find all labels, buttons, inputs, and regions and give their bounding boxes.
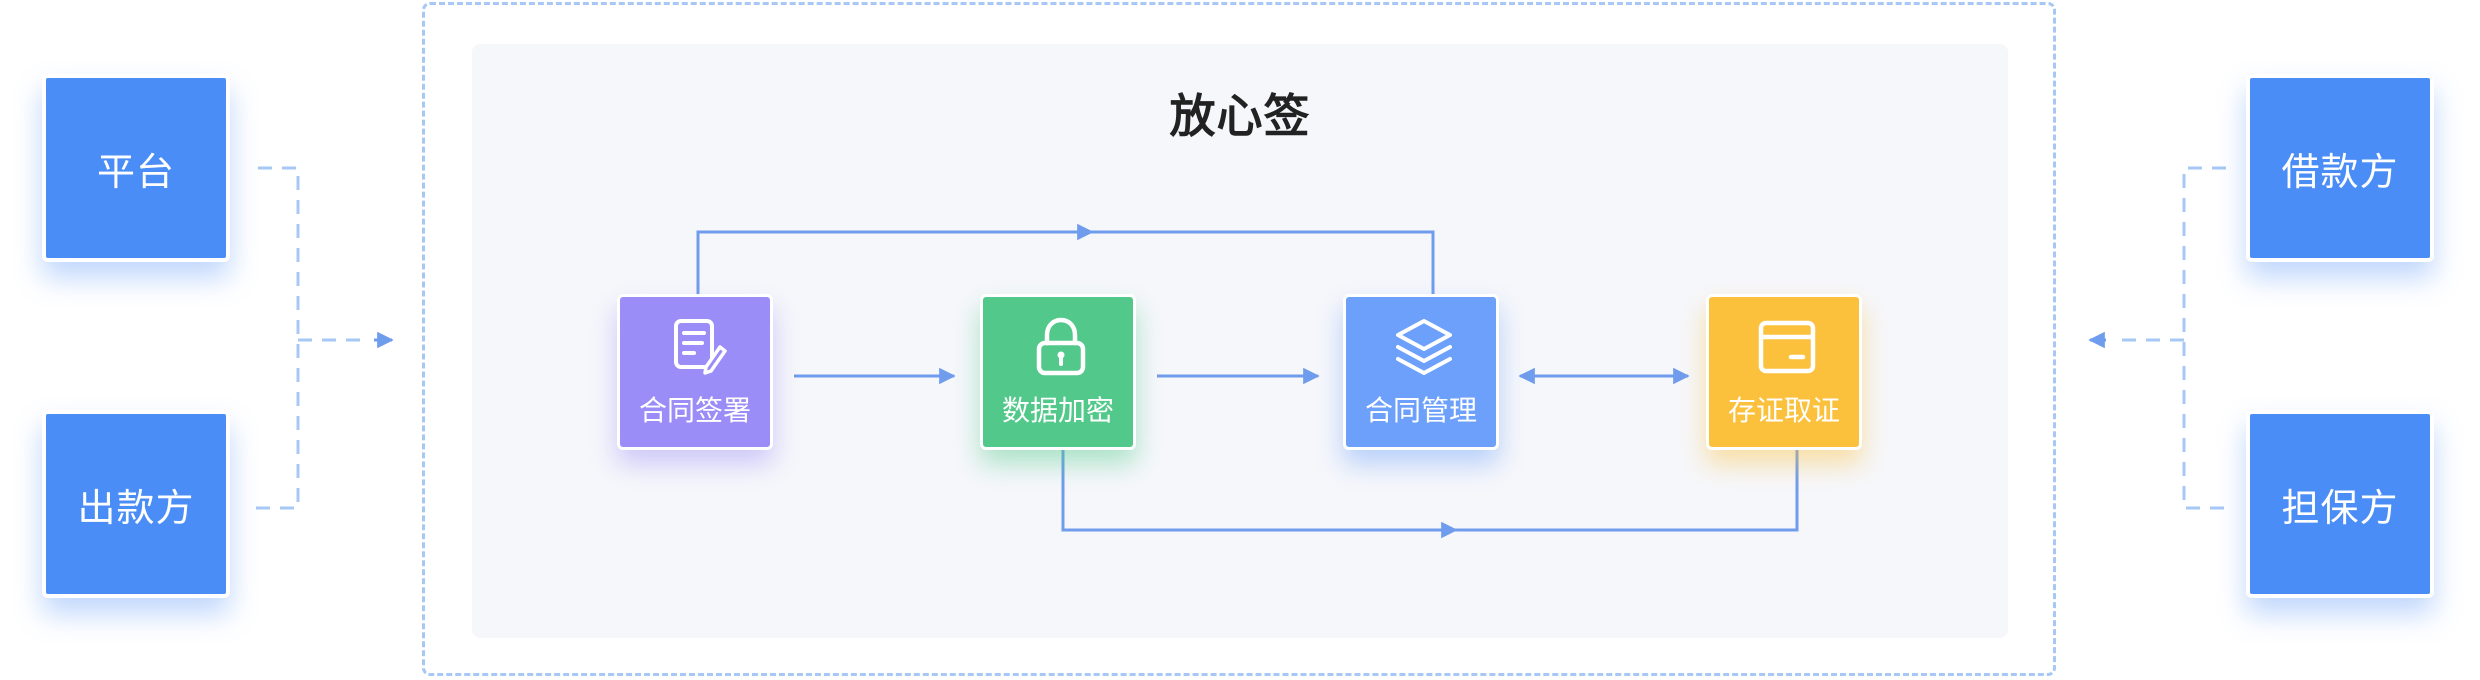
card-icon [1758, 320, 1816, 374]
step-data-encrypt-label: 数据加密 [1001, 394, 1114, 427]
step-contract-sign-label: 合同签署 [638, 394, 751, 427]
layers-icon [1396, 319, 1452, 375]
party-guarantor-label: 担保方 [2281, 485, 2399, 530]
party-platform-label: 平台 [96, 149, 175, 194]
step-data-encrypt: 数据加密 [980, 294, 1136, 450]
party-lender: 出款方 [42, 410, 230, 598]
document-pen-icon [674, 319, 727, 375]
party-borrower: 借款方 [2246, 74, 2434, 262]
step-evidence-label: 存证取证 [1727, 394, 1840, 427]
left-dashed-bracket [252, 166, 360, 510]
step-contract-manage-label: 合同管理 [1364, 394, 1477, 427]
outer-dashed-frame [422, 2, 2056, 676]
step-evidence: 存证取证 [1706, 294, 1862, 450]
lock-icon [1036, 317, 1086, 376]
party-platform: 平台 [42, 74, 230, 262]
step-contract-sign: 合同签署 [617, 294, 773, 450]
party-lender-label: 出款方 [77, 485, 195, 530]
right-dashed-bracket [2120, 166, 2228, 510]
party-borrower-label: 借款方 [2281, 149, 2399, 194]
step-contract-manage: 合同管理 [1343, 294, 1499, 450]
party-guarantor: 担保方 [2246, 410, 2434, 598]
diagram-title: 放心签 [1169, 89, 1311, 143]
